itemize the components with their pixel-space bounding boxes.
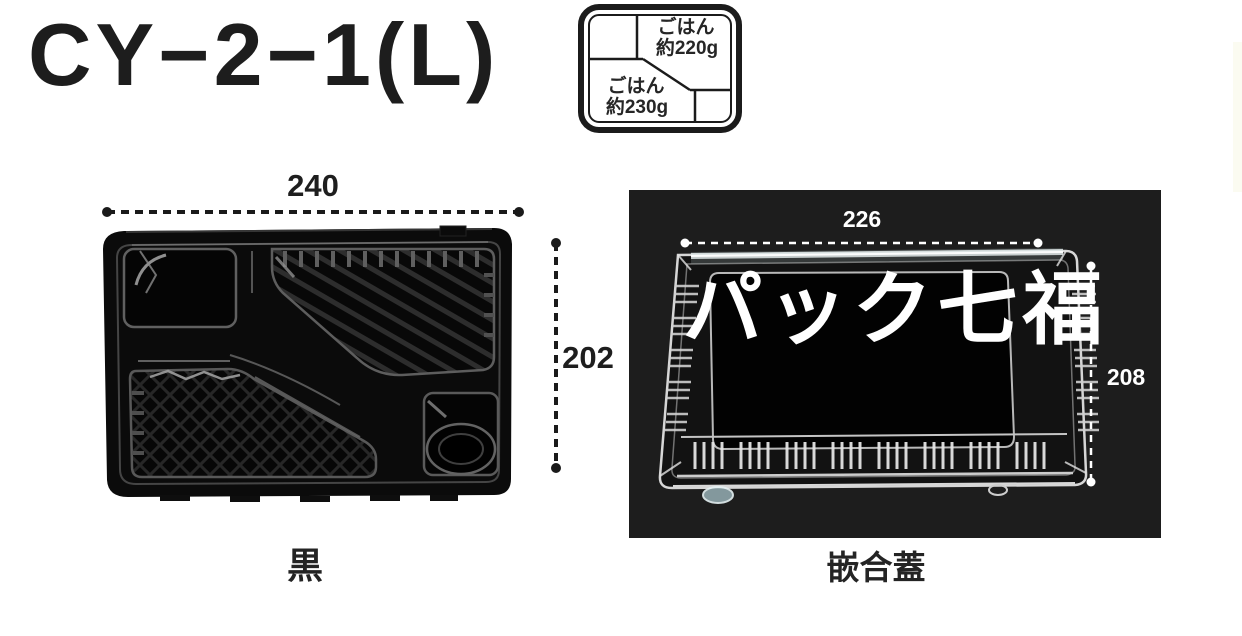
- diagram-outer-border: [578, 4, 742, 133]
- dimension-endpoint-dot: [1086, 261, 1096, 271]
- tray-figure: 240 202: [102, 168, 614, 502]
- black-tray-photo: [103, 225, 512, 502]
- diagram-inner-border: [588, 14, 732, 123]
- compartment-diagram: ごはん 約220g ごはん 約230g: [578, 4, 742, 133]
- dimension-endpoint-dot: [1086, 477, 1096, 487]
- lid-height-value: 208: [1107, 364, 1146, 390]
- dimension-endpoint-dot: [514, 207, 524, 217]
- shop-watermark: パック七福: [682, 265, 1108, 354]
- rice-230-label-line2: 約230g: [606, 95, 668, 118]
- dimension-endpoint-dot: [551, 238, 561, 248]
- tray-caption: 黒: [286, 545, 323, 586]
- lid-front-tab: [702, 486, 734, 504]
- rice-220-label-line2: 約220g: [656, 36, 718, 59]
- scan-edge-artifact: [1233, 42, 1242, 192]
- rice-220-label-line1: ごはん: [657, 15, 714, 38]
- tray-compartment-bottom-left: [128, 367, 378, 479]
- clear-lid-photo: [658, 248, 1099, 504]
- product-code-title: CY−2−1(L): [28, 5, 500, 104]
- dimension-endpoint-dot: [1033, 238, 1043, 248]
- lid-figure: 226 208: [629, 190, 1161, 538]
- tray-height-value: 202: [562, 340, 614, 375]
- compartment-divider-lines: [589, 15, 731, 122]
- dimension-endpoint-dot: [102, 207, 112, 217]
- rice-230-label-line1: ごはん: [607, 74, 664, 97]
- dimension-endpoint-dot: [551, 463, 561, 473]
- tray-compartment-top-left: [122, 247, 238, 329]
- tray-width-value: 240: [287, 168, 339, 203]
- lid-caption: 嵌合蓋: [826, 549, 926, 586]
- tray-compartment-top-right: [270, 247, 496, 377]
- dimension-endpoint-dot: [680, 238, 690, 248]
- lid-width-value: 226: [843, 206, 881, 232]
